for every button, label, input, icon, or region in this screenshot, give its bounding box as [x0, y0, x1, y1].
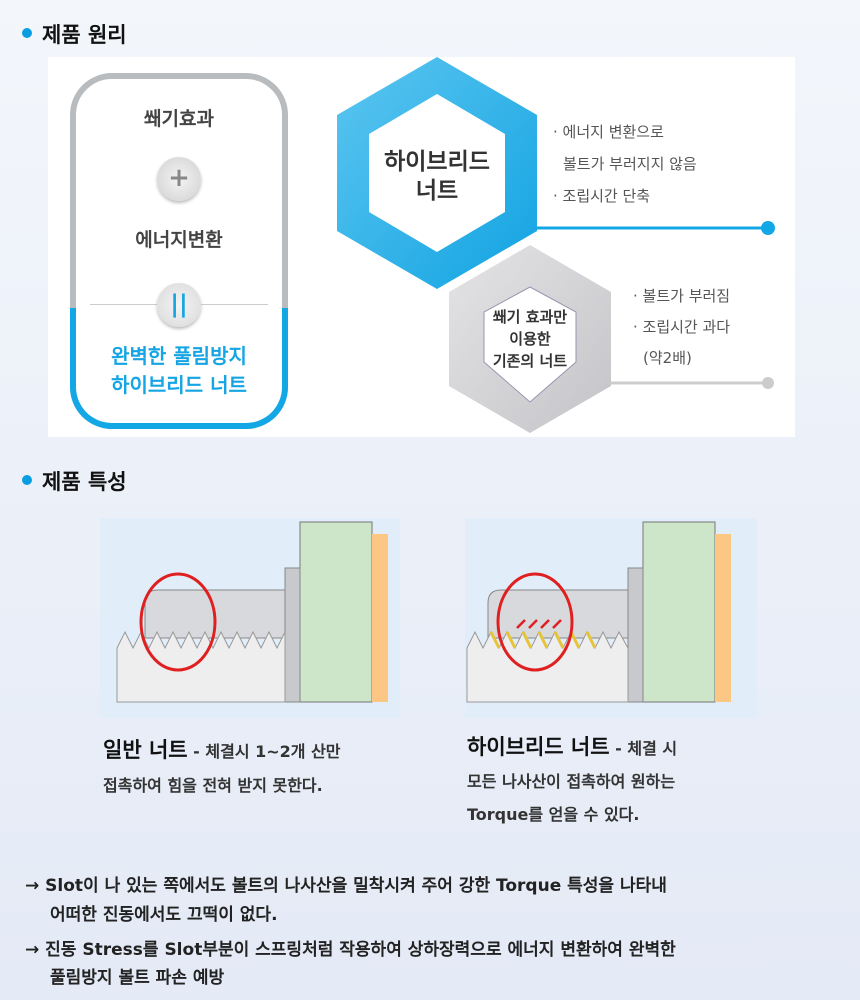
- note-line: → Slot이 나 있는 쪽에서도 볼트의 나사산을 밀착시켜 주어 강한 To…: [25, 876, 667, 896]
- section-title-principle: 제품 원리: [42, 23, 127, 47]
- wedge-effect-label: 쐐기효과: [144, 108, 214, 130]
- section-bullet-icon: [22, 28, 32, 38]
- section-bullet-icon: [22, 475, 32, 485]
- note-line: 어떠한 진동에서도 끄떡이 없다.: [50, 905, 278, 925]
- conventional-points: · 볼트가 부러짐· 조립시간 과다(약2배): [633, 287, 731, 367]
- highlight-circle: [496, 572, 574, 672]
- hybrid-line-dot: [761, 221, 775, 235]
- plus-icon: +: [157, 157, 201, 201]
- standard-nut-caption: 일반 너트 - 체결시 1~2개 산만 접촉하여 힘을 전혀 받지 못한다.: [103, 738, 341, 795]
- force-arrows: [516, 619, 562, 629]
- note-line: → 진동 Stress를 Slot부분이 스프링처럼 작용하여 상하장력으로 에…: [25, 940, 676, 960]
- note-line: 풀림방지 볼트 파손 예방: [50, 968, 225, 988]
- standard-nut-illustration: [100, 518, 400, 718]
- hybrid-nut-caption: 하이브리드 너트 - 체결 시 모든 나사산이 접촉하여 원하는 Torque를…: [467, 735, 678, 824]
- highlight-circle: [139, 572, 217, 672]
- section-title-features: 제품 특성: [42, 470, 127, 494]
- hybrid-nut-illustration: [465, 518, 757, 718]
- result-line1: 완벽한 풀림방지: [111, 344, 247, 368]
- equals-icon: ||: [157, 283, 201, 327]
- principle-card-result: [70, 308, 288, 429]
- hexagon-diagram: [337, 57, 775, 433]
- result-line2: 하이브리드 너트: [111, 373, 247, 397]
- energy-conversion-label: 에너지변환: [135, 229, 223, 251]
